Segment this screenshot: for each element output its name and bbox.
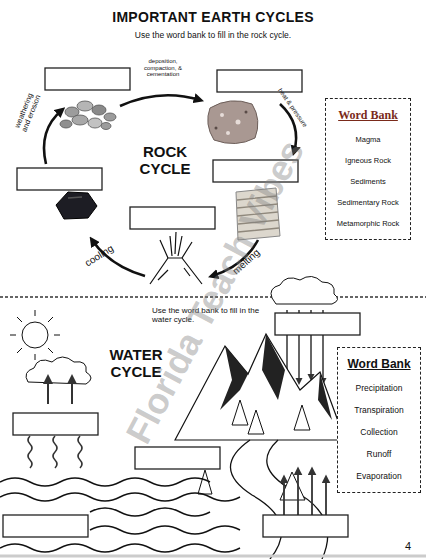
- lava-lines: [158, 268, 190, 280]
- rock-shape: [208, 101, 258, 144]
- word-bank-item: Sedimentary Rock: [337, 199, 398, 207]
- blank-box: [263, 515, 348, 537]
- igneous-rock: [208, 101, 258, 144]
- rock-shape: [56, 192, 97, 219]
- blank-box: [135, 447, 220, 469]
- sun-rays: [10, 310, 60, 360]
- volcano: [150, 232, 202, 284]
- process-label: cooling: [77, 239, 122, 273]
- word-bank-item: Sediments: [350, 178, 385, 186]
- word-bank-item: Evaporation: [356, 472, 401, 481]
- heat-waves: [28, 436, 82, 468]
- wave: [0, 544, 240, 552]
- volcano-cone: [150, 258, 202, 284]
- wave: [90, 508, 210, 516]
- blank-box: [13, 413, 98, 435]
- pebble: [104, 113, 116, 121]
- pebble: [101, 123, 111, 130]
- blank-box: [17, 168, 102, 190]
- blank-box: [217, 70, 302, 92]
- word-bank-heading: Word Bank: [347, 358, 410, 371]
- wavy-line: [28, 436, 32, 468]
- up-arrow: [47, 378, 49, 404]
- eruption-lines: [160, 232, 192, 258]
- wave: [0, 478, 210, 486]
- mountain-shading: [220, 334, 332, 420]
- transpiration-arrows: [284, 470, 326, 515]
- cloud: [26, 357, 91, 384]
- evaporation-arrows: [48, 378, 72, 404]
- pebble: [92, 105, 106, 115]
- blank-box: [130, 207, 215, 229]
- up-arrow: [311, 470, 313, 515]
- wavy-line: [53, 436, 57, 468]
- page-title: IMPORTANT EARTH CYCLES: [0, 10, 426, 25]
- cycle-arrow: [44, 110, 62, 164]
- speckle: [215, 127, 218, 130]
- pebble: [77, 101, 93, 111]
- rain-cloud: [271, 276, 338, 304]
- word-bank-item: Transpiration: [354, 406, 403, 415]
- sediments-pebbles: [60, 101, 116, 130]
- up-arrow: [297, 470, 299, 515]
- process-label: weathering and erosion: [12, 89, 44, 136]
- obsidian-rock: [56, 192, 97, 219]
- wavy-line: [78, 436, 82, 468]
- word-bank-box: Word BankPrecipitationTranspirationColle…: [337, 347, 421, 493]
- page-number: 4: [398, 540, 418, 552]
- up-arrow: [71, 378, 73, 404]
- speckle: [226, 131, 230, 135]
- blank-box: [3, 515, 88, 537]
- river: [230, 440, 327, 559]
- rock-shine: [68, 197, 82, 198]
- tree: [232, 400, 248, 425]
- word-bank-item: Magma: [355, 136, 380, 144]
- pebble: [88, 118, 102, 128]
- process-label: deposition, compaction, & cementation: [134, 58, 192, 78]
- speckle: [236, 120, 241, 125]
- instruction-text: Use the word bank to fill in the rock cy…: [0, 31, 426, 40]
- speckle: [220, 113, 224, 117]
- word-bank-item: Precipitation: [356, 384, 403, 393]
- tree: [294, 405, 310, 430]
- blank-box: [275, 313, 360, 335]
- sun: [10, 310, 60, 360]
- speckle: [245, 111, 248, 114]
- pebble: [60, 120, 72, 128]
- cycle-title: ROCK CYCLE: [130, 144, 200, 177]
- pebble: [72, 115, 88, 125]
- tree: [248, 410, 264, 434]
- ocean-waves: [0, 478, 240, 552]
- river-bank: [230, 440, 281, 559]
- blank-box: [45, 68, 130, 90]
- word-bank-item: Igneous Rock: [345, 157, 391, 165]
- wave: [90, 526, 240, 534]
- river-bank: [267, 440, 328, 559]
- page-edge: [0, 555, 426, 558]
- wave: [0, 493, 240, 501]
- up-arrow: [283, 478, 285, 515]
- word-bank-item: Collection: [360, 428, 397, 437]
- word-bank-item: Metamorphic Rock: [337, 220, 400, 228]
- cycle-arrow: [120, 95, 200, 106]
- word-bank-box: Word BankMagmaIgneous RockSedimentsSedim…: [325, 98, 411, 240]
- sun-disc: [22, 322, 48, 348]
- up-arrow: [325, 478, 327, 515]
- word-bank-heading: Word Bank: [338, 109, 398, 122]
- word-bank-item: Runoff: [367, 450, 392, 459]
